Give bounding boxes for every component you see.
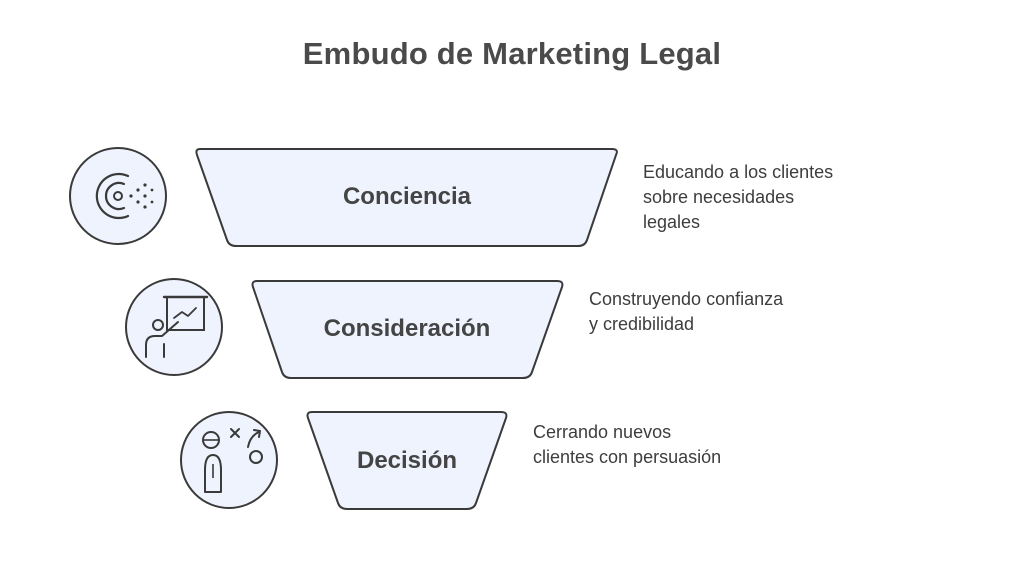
- stage-description-decision: Cerrando nuevos clientes con persuasión: [533, 422, 722, 467]
- stage-label-conciencia: Conciencia: [342, 183, 472, 210]
- stage-description-conciencia: Educando a los clientes sobre necesidade…: [643, 162, 834, 232]
- stage-description-consideracion: Construyendo confianza y credibilidad: [589, 289, 784, 334]
- funnel-segment-conciencia: [195, 148, 618, 247]
- diagram-title: Embudo de Marketing Legal: [302, 36, 722, 71]
- stage-label-consideracion: Consideración: [323, 315, 491, 342]
- presenter-board-icon: [125, 278, 223, 376]
- funnel-segment-decision: [306, 411, 508, 510]
- awareness-signal-icon: [69, 147, 167, 245]
- decision-strategy-icon: [180, 411, 278, 509]
- stage-label-decision: Decisión: [356, 447, 458, 474]
- funnel-segment-consideracion: [251, 280, 564, 379]
